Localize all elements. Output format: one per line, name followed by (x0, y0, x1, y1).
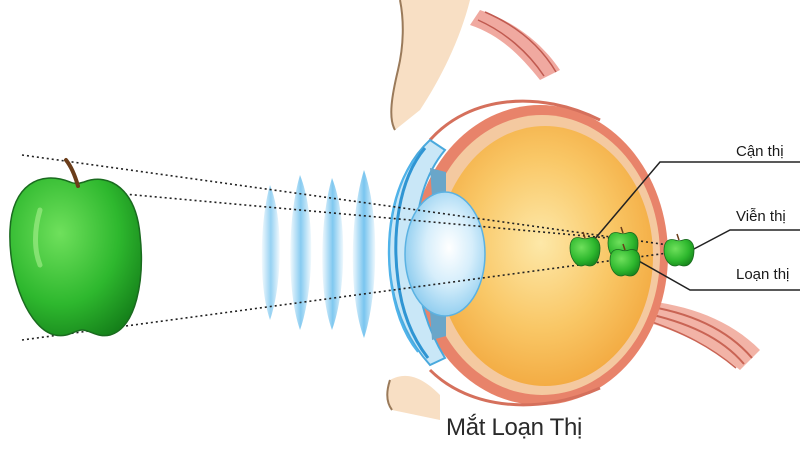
image-apple-myopia (569, 231, 601, 267)
leader-lines (587, 161, 800, 291)
apple-icon (9, 158, 143, 337)
lens (404, 191, 486, 317)
label-myopia: Cận thị (736, 143, 784, 160)
image-apple-hyperopia (663, 233, 695, 267)
label-hyperopia: Viễn thị (736, 208, 786, 225)
diagram-caption: Mắt Loạn Thị (446, 414, 583, 441)
eyeball (412, 99, 668, 407)
label-astigmatism: Loạn thị (736, 266, 790, 283)
image-apple-astigmatism-2 (609, 243, 641, 277)
light-wave-lenses (261, 170, 376, 338)
face-skin (386, 0, 470, 420)
